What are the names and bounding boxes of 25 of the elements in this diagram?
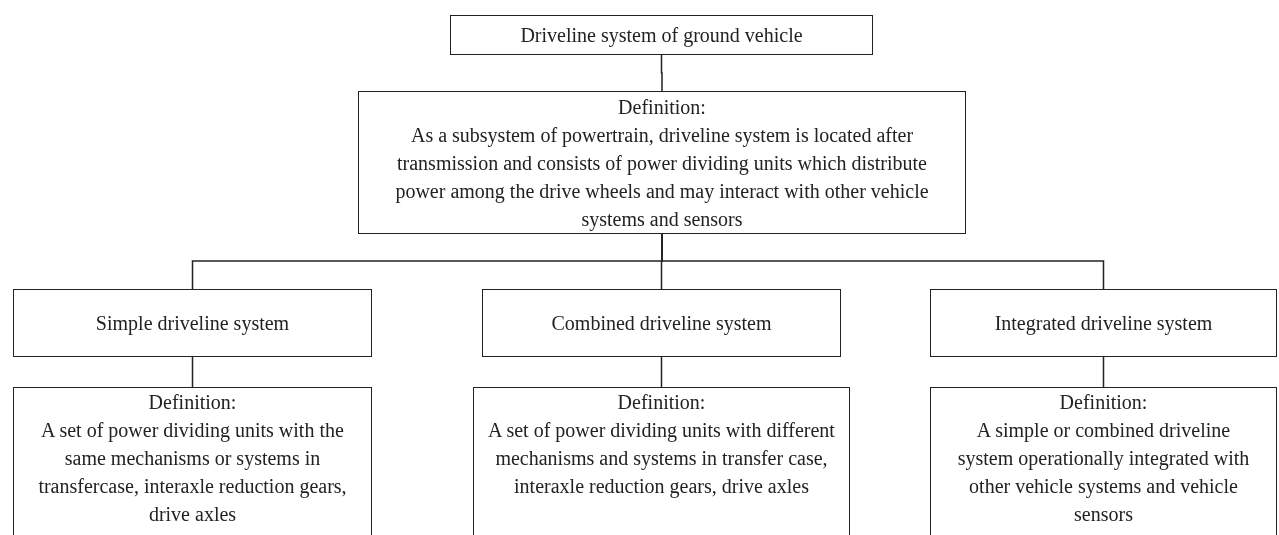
body-text: Driveline system of ground vehicle — [520, 23, 803, 49]
definition-box — [930, 387, 1277, 535]
root-box — [450, 15, 873, 55]
category-box — [930, 289, 1277, 357]
definition-box — [13, 387, 372, 535]
heading-text: Definition: — [148, 390, 237, 415]
body-text: A set of power dividing units with the same mechanisms or systems in transfercase, interaxle reduction gears, drive axles — [37, 418, 348, 527]
body-text: Integrated driveline system — [994, 311, 1213, 337]
definition-box — [473, 387, 850, 535]
connector-line — [660, 356, 663, 388]
body-text: A set of power dividing units with different mechanisms and systems in transfer case, interaxle reduction gears, drive axles — [488, 418, 835, 500]
connector-line — [660, 54, 663, 92]
connector-line — [661, 233, 1105, 290]
heading-text: Definition: — [618, 94, 706, 120]
category-box — [13, 289, 372, 357]
connector-line — [191, 356, 194, 388]
connector-line — [1102, 356, 1105, 388]
heading-text: Definition: — [617, 390, 706, 415]
definition-box — [358, 91, 966, 234]
body-text: As a subsystem of powertrain, driveline system is located after transmission and consists of power dividing units which distribute power among the drive wheels and may interact with other vehicle systems and sensors — [394, 122, 930, 233]
body-text: Combined driveline system — [551, 311, 772, 337]
heading-text: Definition: — [1059, 390, 1148, 415]
body-text: A simple or combined driveline system operationally integrated with other vehicle systems and vehicle sensors — [956, 418, 1251, 527]
category-box — [482, 289, 841, 357]
body-text: Simple driveline system — [95, 311, 290, 337]
